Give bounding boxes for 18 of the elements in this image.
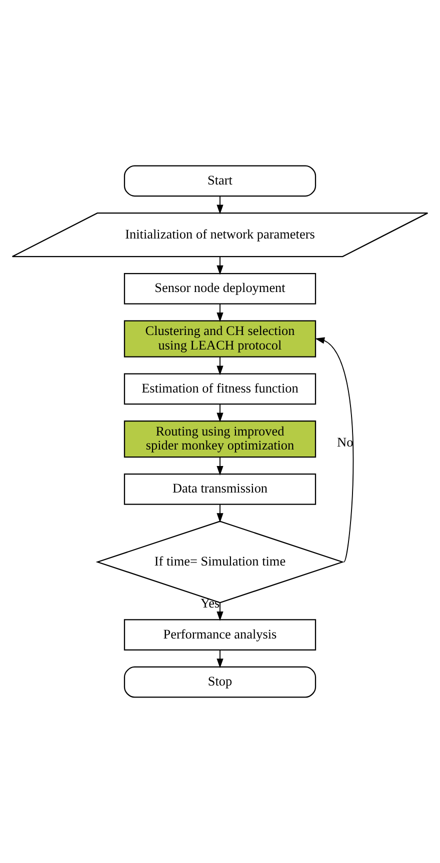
arrow: [216, 456, 224, 476]
arrow: [315, 337, 354, 562]
node-box: Start: [124, 165, 316, 197]
node-box: Routing using improved spider monkey optimization: [124, 420, 316, 458]
arrow: [216, 650, 224, 668]
node-box: Clustering and CH selection using LEACH protocol: [124, 320, 316, 358]
node-box: Stop: [124, 666, 316, 698]
arrow: [216, 196, 224, 214]
arrow: [216, 256, 224, 275]
node-box: Performance analysis: [124, 619, 316, 650]
node-box: Estimation of fitness function: [124, 373, 316, 405]
arrow: [216, 602, 224, 621]
arrow: [216, 356, 224, 376]
node-box: Sensor node deployment: [124, 273, 316, 304]
arrow: [216, 504, 224, 523]
node-box: Data transmission: [124, 473, 316, 505]
arrow: [216, 303, 224, 322]
arrow: [216, 404, 224, 422]
